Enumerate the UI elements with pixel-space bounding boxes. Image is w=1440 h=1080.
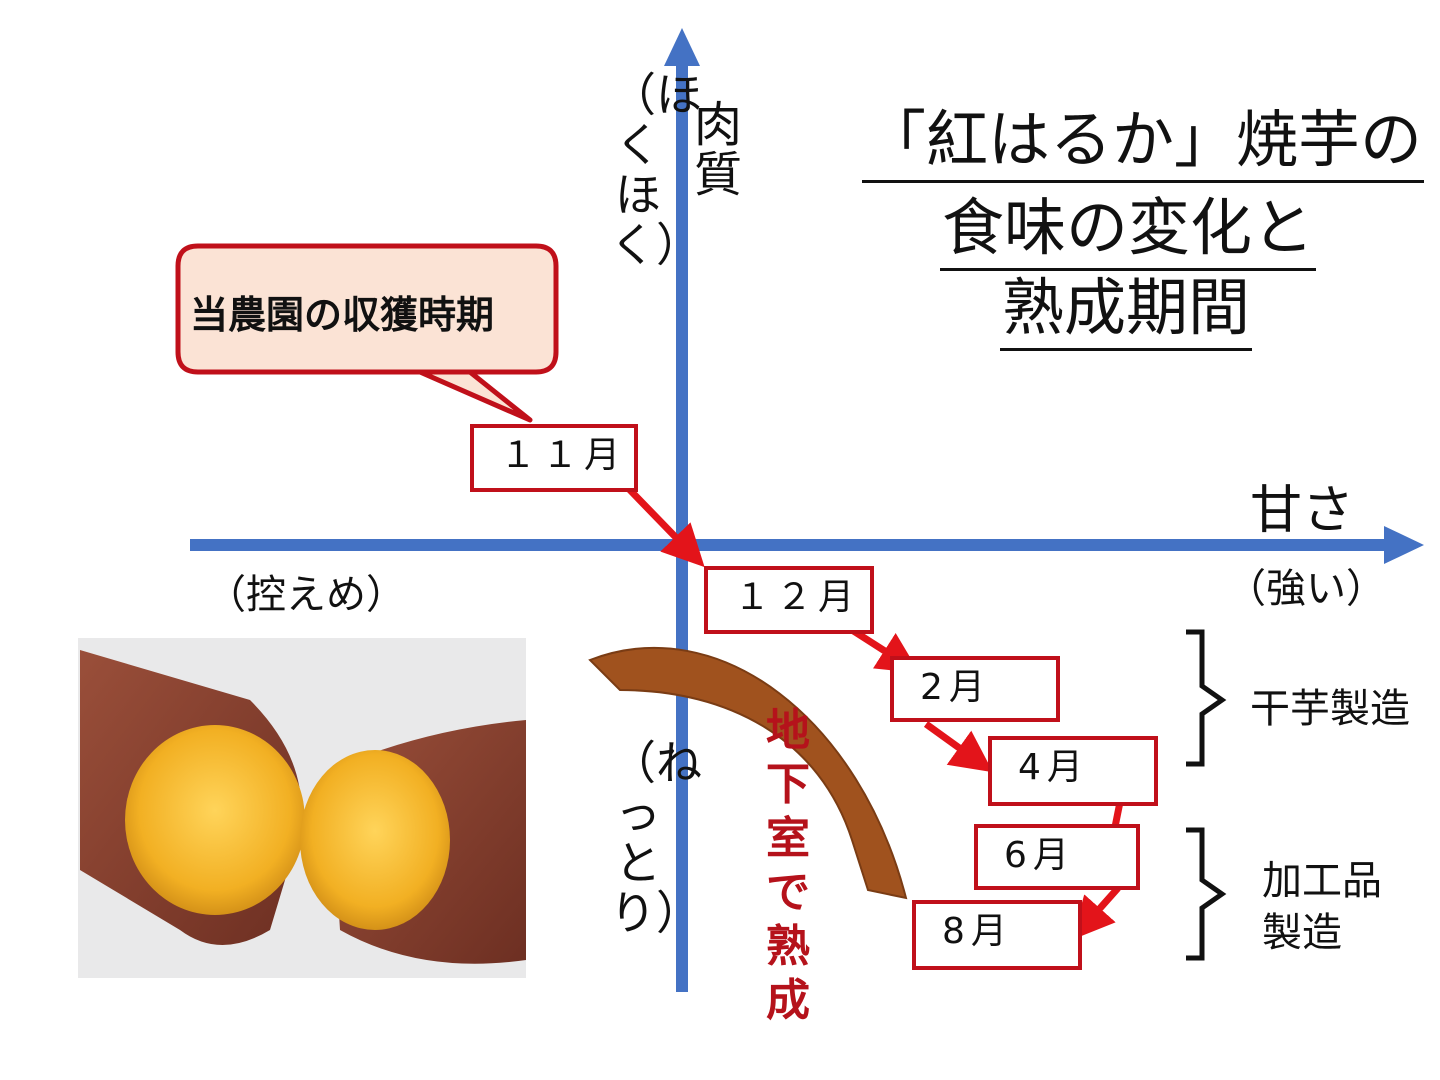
callout-bubble (175, 243, 559, 423)
horizontal-axis-arrowhead (1384, 526, 1424, 564)
arrow-feb-apr (923, 721, 994, 773)
arrow-jun-aug (1072, 885, 1121, 940)
processed-goods-label-2: 製造 (1262, 910, 1342, 956)
horizontal-axis-right-label: （強い） (1226, 566, 1386, 612)
month-box-aug: 8月 (912, 900, 1082, 970)
month-box-apr: 4月 (988, 736, 1158, 806)
title-line-3: 熟成期間 (1000, 268, 1253, 351)
bracket-dried (1186, 629, 1227, 767)
vertical-axis-top-label: （ほくほく） (610, 68, 702, 272)
vertical-axis-bottom-label: （ねっとり） (610, 736, 702, 940)
month-box-jun: 6月 (974, 824, 1140, 890)
month-box-dec: １２月 (704, 566, 874, 634)
horizontal-axis-left-label: （控えめ） (206, 572, 406, 618)
vertical-axis-label: 肉質 (693, 97, 742, 203)
dried-potato-label: 干芋製造 (1250, 686, 1410, 732)
vertical-axis-arrowhead (664, 28, 700, 66)
title-line-2: 食味の変化と (940, 188, 1317, 271)
processed-goods-label-1: 加工品 (1262, 858, 1382, 904)
sweet-potato-photo (78, 638, 526, 978)
curved-ripening-arrow (588, 646, 908, 900)
arrow-nov-dec (625, 485, 705, 568)
callout-text: 当農園の収獲時期 (190, 293, 495, 337)
month-box-nov: １１月 (470, 424, 638, 492)
title-line-1: 「紅はるか」焼芋の (862, 100, 1425, 183)
cellar-ripening-label: 地下室で熟成 (766, 705, 810, 1026)
month-box-feb: 2月 (890, 656, 1060, 722)
horizontal-axis-label: 甘さ (1250, 481, 1355, 541)
bracket-processed (1186, 827, 1227, 961)
